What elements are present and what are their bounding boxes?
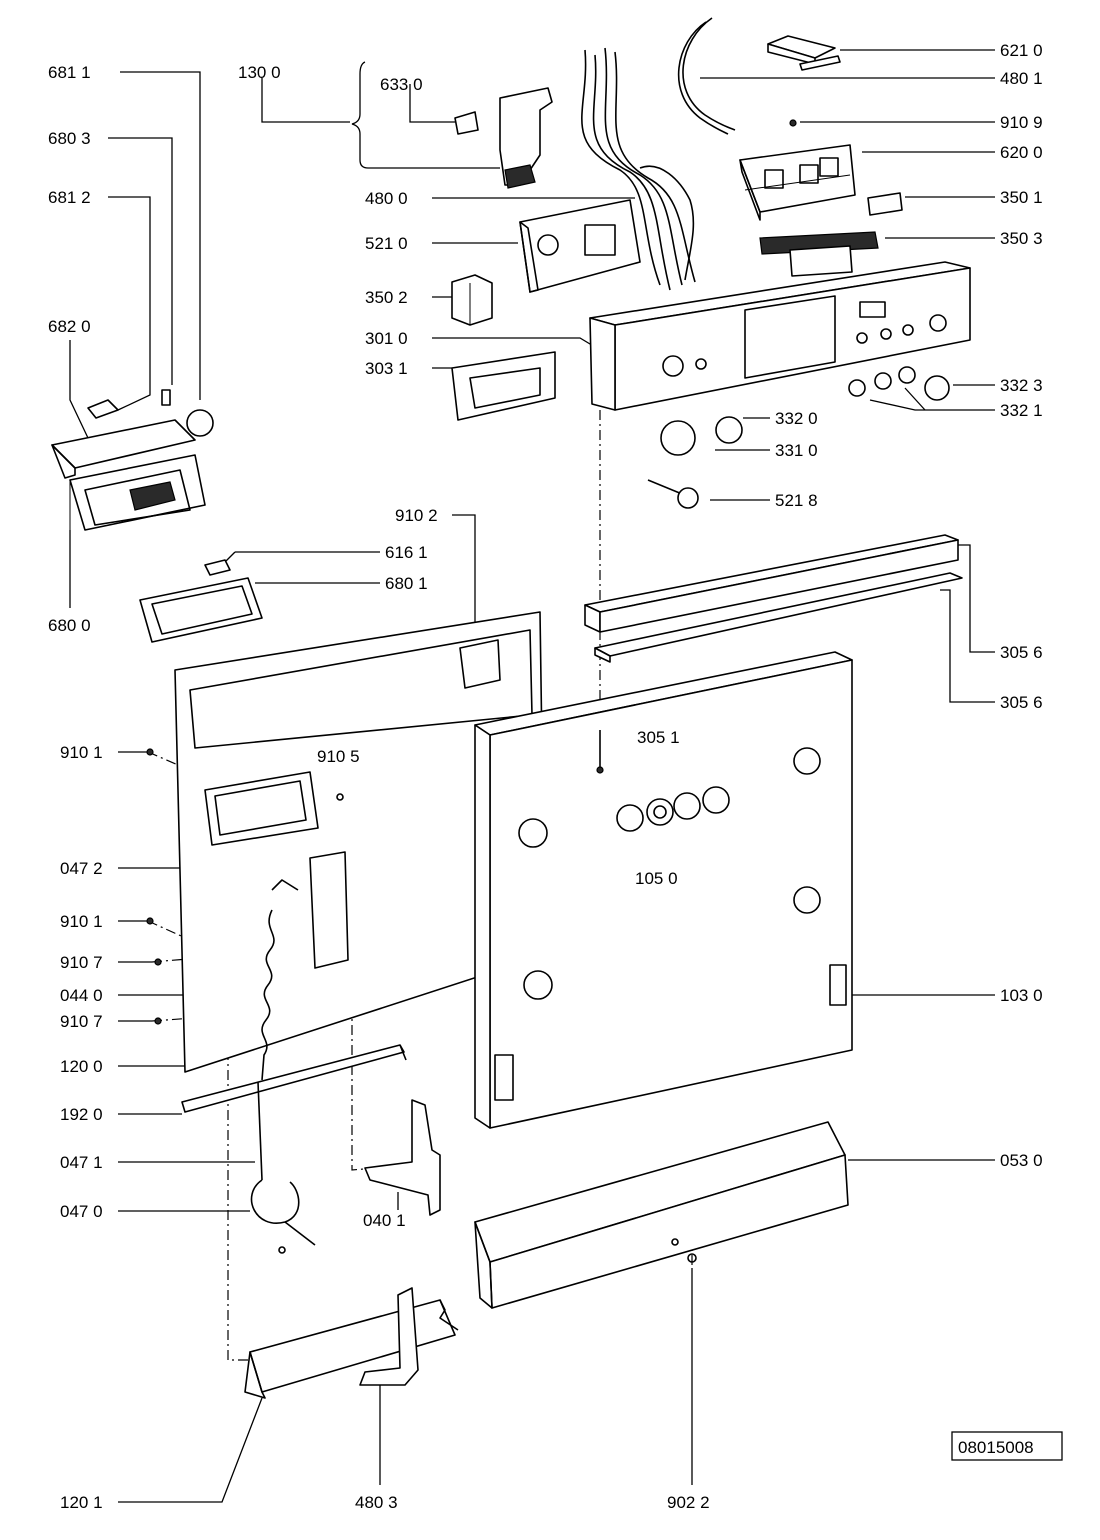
kick-panel-053-part bbox=[474, 1121, 849, 1309]
trim-strips-305-6-part bbox=[584, 534, 963, 663]
part-label: 040 1 bbox=[363, 1211, 406, 1230]
part-label: 047 1 bbox=[60, 1153, 103, 1172]
knobs-332-part bbox=[660, 366, 950, 456]
part-label: 521 8 bbox=[775, 491, 818, 510]
part-label: 621 0 bbox=[1000, 41, 1043, 60]
part-label: 680 3 bbox=[48, 129, 91, 148]
part-label: 053 0 bbox=[1000, 1151, 1043, 1170]
part-label: 130 0 bbox=[238, 63, 281, 82]
part-label: 480 1 bbox=[1000, 69, 1043, 88]
part-label: 910 1 bbox=[60, 912, 103, 931]
screws-part bbox=[146, 748, 344, 1025]
electronic-module-521-part bbox=[519, 199, 641, 293]
part-label: 105 0 bbox=[635, 869, 678, 888]
sensor-521-8-part bbox=[647, 479, 699, 509]
part-label: 303 1 bbox=[365, 359, 408, 378]
connector-621-part bbox=[767, 35, 841, 71]
spring-044-part bbox=[261, 879, 299, 1081]
part-label: 620 0 bbox=[1000, 143, 1043, 162]
holder-620-part bbox=[739, 144, 856, 221]
cover-350-1-part bbox=[867, 192, 903, 216]
part-label: 910 5 bbox=[317, 747, 360, 766]
part-label: 350 2 bbox=[365, 288, 408, 307]
part-label: 681 1 bbox=[48, 63, 91, 82]
part-label: 910 2 bbox=[395, 506, 438, 525]
door-latch-130-part bbox=[454, 87, 553, 189]
profile-192-part bbox=[181, 1044, 407, 1113]
part-label: 047 0 bbox=[60, 1202, 103, 1221]
pin-305-1-part bbox=[596, 730, 604, 774]
part-label: 910 7 bbox=[60, 1012, 103, 1031]
part-label: 305 6 bbox=[1000, 643, 1043, 662]
bottom-strip-120-1-part bbox=[244, 1299, 459, 1399]
part-label: 902 2 bbox=[667, 1493, 710, 1512]
inner-door-120-part bbox=[174, 611, 546, 1073]
part-label: 682 0 bbox=[48, 317, 91, 336]
part-label: 120 1 bbox=[60, 1493, 103, 1512]
part-label: 910 9 bbox=[1000, 113, 1043, 132]
part-label: 910 7 bbox=[60, 953, 103, 972]
part-label: 332 1 bbox=[1000, 401, 1043, 420]
part-label: 103 0 bbox=[1000, 986, 1043, 1005]
diagram-id-box: 08015008 bbox=[951, 1431, 1063, 1461]
foot-set-105-part bbox=[616, 786, 730, 832]
part-label: 521 0 bbox=[365, 234, 408, 253]
dispenser-680-part bbox=[51, 389, 214, 531]
control-panel-301-part bbox=[589, 261, 971, 411]
part-label: 192 0 bbox=[60, 1105, 103, 1124]
wiring-harness-part bbox=[581, 47, 696, 291]
part-label: 616 1 bbox=[385, 543, 428, 562]
screw-910-9-part bbox=[789, 119, 797, 127]
part-label: 120 0 bbox=[60, 1057, 103, 1076]
bracket-040-part bbox=[364, 1099, 441, 1216]
clip-350-2-part bbox=[451, 274, 493, 326]
part-label: 680 0 bbox=[48, 616, 91, 635]
part-label: 332 0 bbox=[775, 409, 818, 428]
block-350-3-part bbox=[759, 231, 879, 277]
part-label: 332 3 bbox=[1000, 376, 1043, 395]
part-label: 301 0 bbox=[365, 329, 408, 348]
hinge-047-part bbox=[250, 1081, 316, 1254]
part-label: 910 1 bbox=[60, 743, 103, 762]
diagram-id: 08015008 bbox=[958, 1438, 1034, 1457]
part-label: 480 0 bbox=[365, 189, 408, 208]
part-label: 350 3 bbox=[1000, 229, 1043, 248]
clip-616-part bbox=[204, 559, 231, 576]
part-label: 350 1 bbox=[1000, 188, 1043, 207]
outer-door-103-part bbox=[474, 651, 853, 1129]
part-label: 633 0 bbox=[380, 75, 423, 94]
bracket-480-3-part bbox=[359, 1287, 419, 1386]
part-label: 305 1 bbox=[637, 728, 680, 747]
part-label: 044 0 bbox=[60, 986, 103, 1005]
part-label: 305 6 bbox=[1000, 693, 1043, 712]
part-label: 681 2 bbox=[48, 188, 91, 207]
part-label: 680 1 bbox=[385, 574, 428, 593]
part-labels: 681 1 130 0 633 0 680 3 681 2 480 0 521 … bbox=[48, 41, 1043, 1512]
handle-303-part bbox=[451, 351, 556, 421]
part-label: 331 0 bbox=[775, 441, 818, 460]
part-label: 047 2 bbox=[60, 859, 103, 878]
part-label: 480 3 bbox=[355, 1493, 398, 1512]
cable-480-1-part bbox=[677, 17, 736, 135]
gasket-680-1-part bbox=[139, 577, 263, 643]
